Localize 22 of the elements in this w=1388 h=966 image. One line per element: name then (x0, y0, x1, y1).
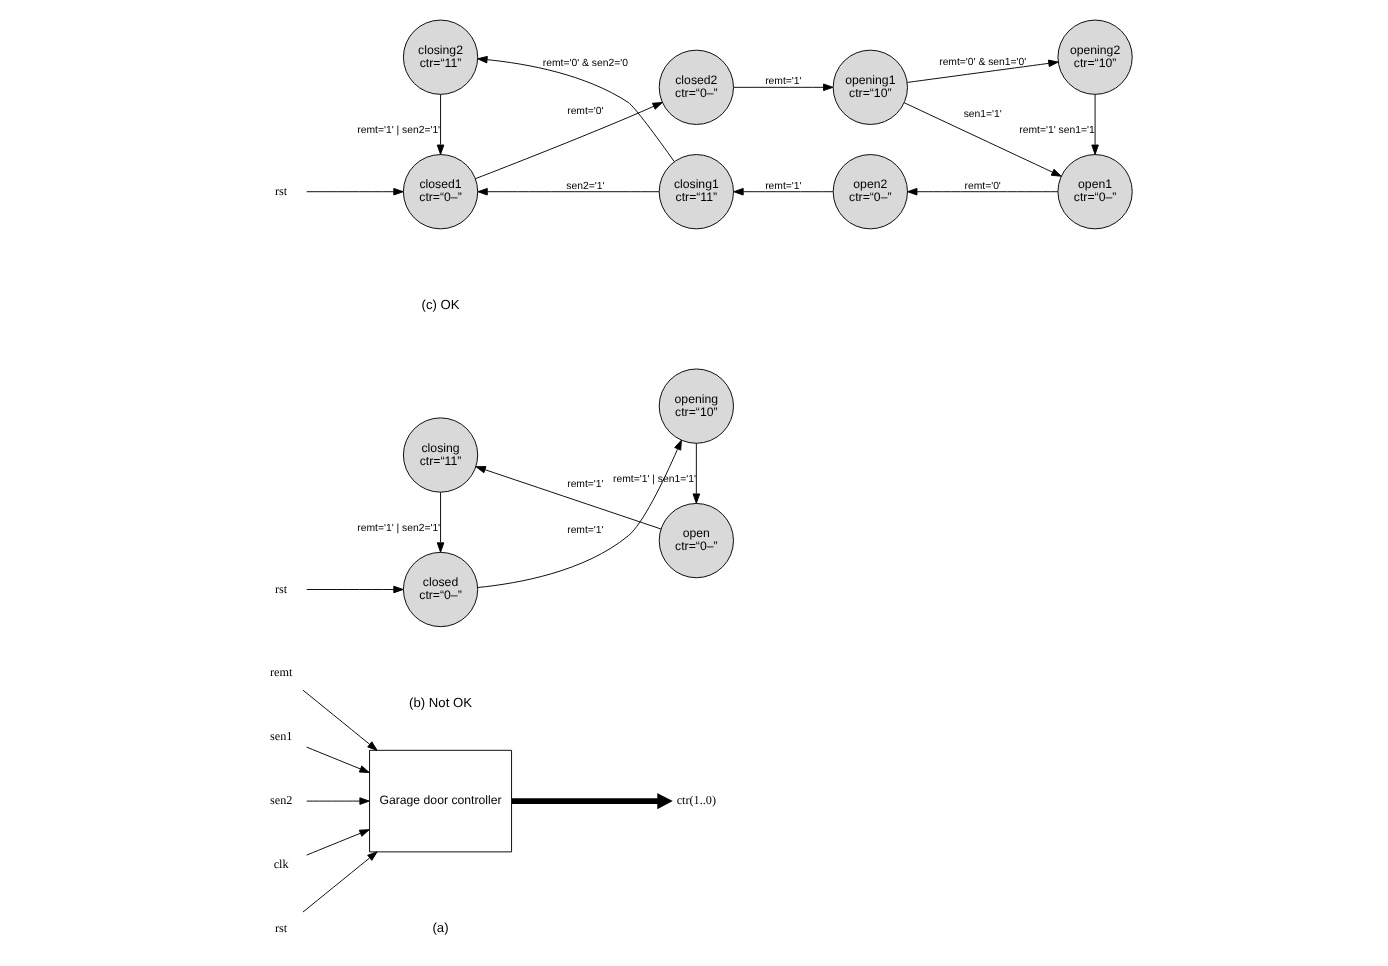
arrow (907, 187, 1059, 196)
arrow (306, 829, 370, 856)
arrow (436, 93, 445, 155)
arrow (306, 797, 370, 805)
arrow (475, 466, 662, 530)
arrow (302, 851, 378, 913)
arrow (511, 792, 673, 810)
arrow (733, 83, 834, 92)
arrow (477, 55, 675, 163)
arrow (903, 102, 1062, 177)
arrow (477, 439, 682, 588)
arrow (436, 491, 445, 553)
arrow (306, 746, 370, 773)
arrow (302, 689, 378, 751)
arrow (1091, 93, 1099, 155)
arrow (477, 187, 660, 196)
arrow (306, 187, 404, 196)
arrow (474, 101, 663, 180)
arrow (906, 59, 1059, 83)
arrow (692, 442, 701, 504)
arrow (306, 585, 404, 594)
arrow (733, 187, 834, 196)
